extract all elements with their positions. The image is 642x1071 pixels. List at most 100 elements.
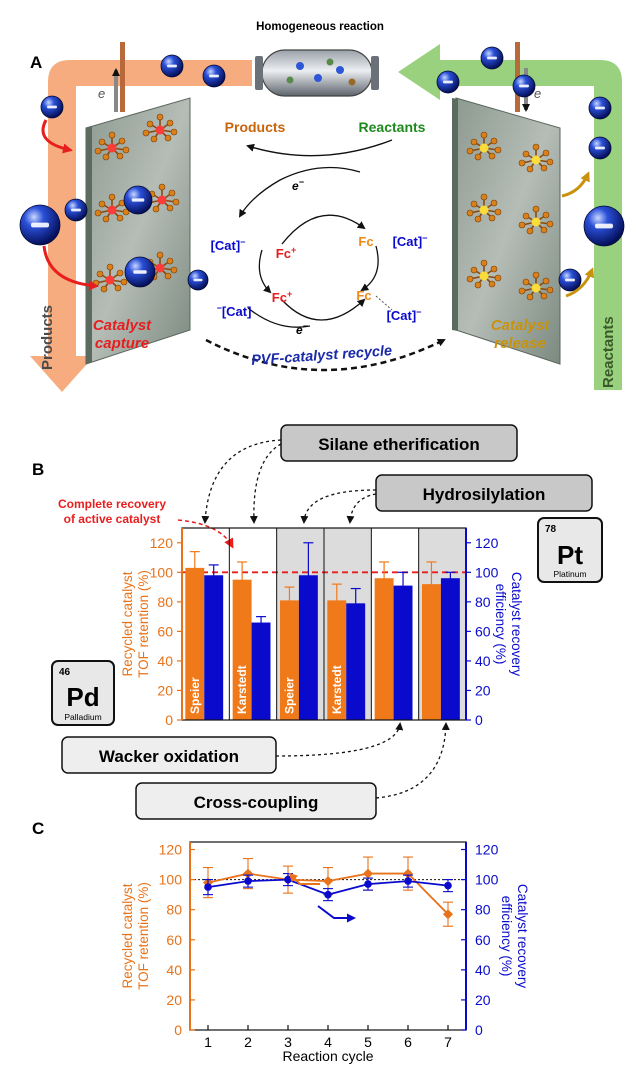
catalyst-sphere xyxy=(480,46,504,70)
tof-axis-arrow xyxy=(288,872,320,885)
recovery-bar xyxy=(440,578,460,720)
recovery-axis-arrow xyxy=(317,905,356,923)
cat-lower-left: −[Cat] xyxy=(217,303,252,319)
recovery-point xyxy=(204,883,212,891)
cross-coupling-box xyxy=(135,782,377,820)
left-tick-label: 20 xyxy=(157,682,173,698)
catalyst-sphere xyxy=(123,185,153,215)
fc-plus-upper: Fc+ xyxy=(276,245,296,261)
panel-a-label: A xyxy=(30,53,42,72)
svg-text:Platinum: Platinum xyxy=(553,569,586,579)
left-tick-label: 40 xyxy=(166,962,182,978)
y2-axis-label: efficiency (%) xyxy=(493,584,508,665)
electron-bottom: e− xyxy=(296,321,309,337)
right-tick-label: 20 xyxy=(475,992,491,1008)
right-tick-label: 60 xyxy=(475,932,491,948)
right-tick-label: 80 xyxy=(475,902,491,918)
catalyst-cluster xyxy=(142,113,178,143)
left-tick-label: 100 xyxy=(159,872,183,888)
fc-plus-lower: Fc+ xyxy=(272,289,292,305)
catalyst-sphere xyxy=(436,70,460,94)
panel-c-label: C xyxy=(32,819,44,838)
tof-bar xyxy=(327,600,347,720)
category-label: Karstedt xyxy=(235,665,249,714)
right-tick-label: 0 xyxy=(475,1022,483,1038)
catalyst-sphere xyxy=(588,136,612,160)
catalyst-release-line1: Catalyst xyxy=(491,317,550,334)
recovery-point xyxy=(284,875,292,884)
wacker-box xyxy=(61,736,277,774)
catalyst-sphere xyxy=(160,54,184,78)
reactor-tank xyxy=(255,49,379,97)
left-tick-label: 0 xyxy=(165,712,173,728)
svg-text:78: 78 xyxy=(545,524,557,535)
left-electron-label: e xyxy=(98,86,105,101)
x-axis-label: Reaction cycle xyxy=(282,1048,373,1064)
catalyst-sphere xyxy=(512,74,536,98)
x-tick-label: 4 xyxy=(324,1034,332,1050)
release-arrow-1 xyxy=(561,171,590,198)
cat-lower-right: [Cat]− xyxy=(387,307,422,323)
release-arrow-2 xyxy=(565,267,595,298)
catalyst-capture-line2: capture xyxy=(95,335,149,352)
homogeneous-reaction-label: Homogeneous reaction xyxy=(256,21,384,33)
right-electrode: e xyxy=(452,42,561,365)
left-tick-label: 80 xyxy=(157,594,173,610)
reactants-flow-arrow xyxy=(398,44,622,390)
recovery-point xyxy=(444,881,452,890)
x-tick-label: 7 xyxy=(444,1034,452,1050)
y2-axis-label: Catalyst recovery xyxy=(515,884,530,989)
silane-box xyxy=(280,424,518,462)
right-tick-label: 100 xyxy=(475,564,499,580)
catalyst-sphere xyxy=(64,198,88,222)
recovery-point xyxy=(404,877,412,885)
tof-bar xyxy=(232,579,252,720)
left-tick-label: 40 xyxy=(157,653,173,669)
svg-text:Pt: Pt xyxy=(557,540,583,570)
tof-point xyxy=(323,876,333,887)
platinum-tile: 78 Pt Platinum xyxy=(537,517,603,583)
catalyst-sphere xyxy=(583,205,625,247)
products-label: Products xyxy=(225,119,286,135)
right-electron-label: e xyxy=(534,86,541,101)
recovery-bar xyxy=(251,622,271,720)
left-tick-label: 0 xyxy=(174,1022,182,1038)
recovery-point xyxy=(244,877,252,885)
capture-arrow-2 xyxy=(42,245,99,291)
catalyst-sphere xyxy=(558,268,582,292)
reaction-arrow xyxy=(246,139,393,157)
recovery-note-line1: Complete recovery xyxy=(58,497,166,511)
tof-bar xyxy=(421,584,441,720)
right-tick-label: 80 xyxy=(475,594,491,610)
catalyst-sphere xyxy=(40,95,64,119)
y-axis-label: Recycled catalyst xyxy=(120,883,135,988)
catalyst-cluster xyxy=(518,143,554,173)
catalyst-release-line2: release xyxy=(494,335,546,352)
svg-text:Palladium: Palladium xyxy=(64,712,101,722)
category-label: Karstedt xyxy=(330,665,344,714)
recovery-bar xyxy=(298,575,318,720)
tof-point xyxy=(403,868,413,879)
right-tick-label: 120 xyxy=(475,842,499,858)
right-tick-label: 120 xyxy=(475,535,499,551)
tof-point xyxy=(243,868,253,879)
tof-bar xyxy=(185,567,205,720)
right-tick-label: 0 xyxy=(475,712,483,728)
hydrosilylation-box xyxy=(375,474,593,512)
recovery-bar xyxy=(393,585,413,720)
catalyst-cluster xyxy=(94,193,130,223)
panel-b-label: B xyxy=(32,460,44,479)
y-axis-label: TOF retention (%) xyxy=(136,882,151,990)
catalyst-cluster xyxy=(466,193,502,223)
cat-upper-right: [Cat]− xyxy=(393,233,428,249)
catalyst-sphere xyxy=(19,204,61,246)
tof-point xyxy=(443,909,453,920)
panel-b: B Silane etherification Hydrosilylation … xyxy=(32,424,603,820)
wacker-label: Wacker oxidation xyxy=(99,747,239,766)
palladium-tile: 46 Pd Palladium xyxy=(51,660,115,726)
reactants-arrow-label: Reactants xyxy=(600,316,617,388)
y2-axis-label: Catalyst recovery xyxy=(509,572,524,677)
recovery-note-line2: of active catalyst xyxy=(64,512,161,526)
